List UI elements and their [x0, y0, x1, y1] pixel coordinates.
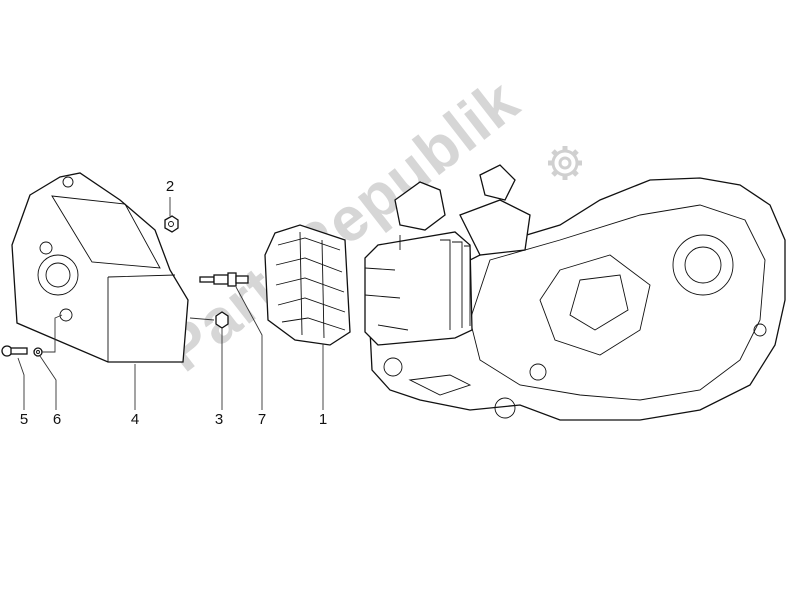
nut-part-3 [189, 311, 229, 329]
leader-lines [17, 197, 324, 410]
callout-5: 5 [19, 411, 29, 428]
engine-crankcase [369, 164, 786, 421]
callout-7: 7 [257, 411, 267, 428]
callout-2: 2 [165, 178, 175, 195]
spark-plug [199, 272, 249, 287]
bolt [1, 345, 28, 357]
callout-4: 4 [130, 411, 140, 428]
cylinder-head [264, 224, 351, 346]
nut-part-2 [164, 215, 179, 233]
callout-6: 6 [52, 411, 62, 428]
cylinder [364, 231, 473, 346]
callout-1: 1 [318, 411, 328, 428]
washer [33, 314, 63, 357]
gear-icon [548, 146, 582, 180]
engine-cover [11, 172, 189, 363]
callout-3: 3 [214, 411, 224, 428]
